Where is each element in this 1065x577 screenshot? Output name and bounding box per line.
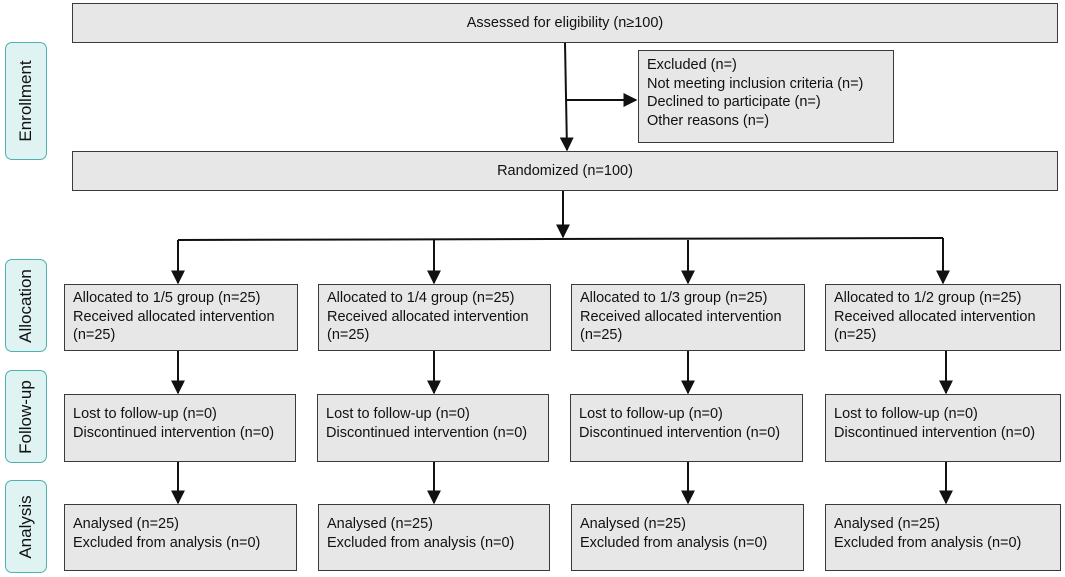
stage-analysis-label: Analysis: [16, 494, 35, 559]
excluded-from-analysis-label: Excluded from analysis (n=0): [580, 534, 768, 551]
analysis-box-1: Analysed (n=25) Excluded from analysis (…: [64, 504, 297, 571]
allocation-split-line: [177, 237, 944, 241]
stage-followup: Follow-up: [5, 370, 47, 463]
allocation-box-4: Allocated to 1/2 group (n=25) Received a…: [825, 284, 1061, 351]
discontinued-label: Discontinued intervention (n=0): [73, 424, 275, 441]
arrow-assessed-to-randomized: [559, 42, 574, 152]
followup-box-4: Lost to follow-up (n=0) Discontinued int…: [825, 394, 1061, 462]
randomized-box: Randomized (n=100): [72, 151, 1058, 191]
lost-to-followup-label: Lost to follow-up (n=0): [834, 406, 978, 422]
allocation-box-2: Allocated to 1/4 group (n=25) Received a…: [318, 284, 551, 351]
analysis-box-4: Analysed (n=25) Excluded from analysis (…: [825, 504, 1061, 571]
allocation-received-count: (n=25): [73, 327, 116, 343]
lost-to-followup-label: Lost to follow-up (n=0): [73, 406, 217, 422]
excluded-from-analysis-label: Excluded from analysis (n=0): [327, 534, 515, 551]
allocation-received-count: (n=25): [327, 327, 370, 343]
allocation-box-3: Allocated to 1/3 group (n=25) Received a…: [571, 284, 805, 351]
assessed-box: Assessed for eligibility (n≥100): [72, 3, 1058, 43]
followup-box-3: Lost to follow-up (n=0) Discontinued int…: [570, 394, 803, 462]
allocation-group-label: Allocated to 1/3 group (n=25): [580, 290, 768, 306]
excluded-reason-declined: Declined to participate (n=): [647, 94, 821, 110]
analysed-label: Analysed (n=25): [327, 516, 433, 532]
randomized-label: Randomized (n=100): [497, 162, 633, 179]
excluded-reason-other: Other reasons (n=): [647, 112, 770, 129]
lost-to-followup-label: Lost to follow-up (n=0): [579, 406, 723, 422]
stage-analysis: Analysis: [5, 480, 47, 573]
stage-followup-label: Follow-up: [16, 379, 35, 454]
allocation-received-label: Received allocated intervention: [327, 308, 529, 325]
stage-enrollment-label: Enrollment: [16, 60, 35, 142]
lost-to-followup-label: Lost to follow-up (n=0): [326, 406, 470, 422]
excluded-title: Excluded (n=): [647, 57, 737, 73]
discontinued-label: Discontinued intervention (n=0): [834, 424, 1036, 441]
stage-allocation: Allocation: [5, 259, 47, 352]
allocation-received-label: Received allocated intervention: [834, 308, 1036, 325]
allocation-box-1: Allocated to 1/5 group (n=25) Received a…: [64, 284, 298, 351]
allocation-received-count: (n=25): [580, 327, 623, 343]
analysed-label: Analysed (n=25): [73, 516, 179, 532]
allocation-received-label: Received allocated intervention: [580, 308, 782, 325]
followup-box-1: Lost to follow-up (n=0) Discontinued int…: [64, 394, 296, 462]
analysis-box-3: Analysed (n=25) Excluded from analysis (…: [571, 504, 804, 571]
excluded-reason-criteria: Not meeting inclusion criteria (n=): [647, 75, 864, 92]
excluded-from-analysis-label: Excluded from analysis (n=0): [834, 534, 1022, 551]
allocation-received-count: (n=25): [834, 327, 877, 343]
analysed-label: Analysed (n=25): [834, 516, 940, 532]
discontinued-label: Discontinued intervention (n=0): [326, 424, 528, 441]
allocation-group-label: Allocated to 1/5 group (n=25): [73, 290, 261, 306]
stage-enrollment: Enrollment: [5, 42, 47, 160]
assessed-label: Assessed for eligibility (n≥100): [466, 14, 664, 31]
followup-box-2: Lost to follow-up (n=0) Discontinued int…: [317, 394, 549, 462]
excluded-box: Excluded (n=) Not meeting inclusion crit…: [638, 50, 894, 143]
stage-allocation-label: Allocation: [16, 268, 35, 343]
analysed-label: Analysed (n=25): [580, 516, 686, 532]
allocation-received-label: Received allocated intervention: [73, 308, 275, 325]
allocation-group-label: Allocated to 1/4 group (n=25): [327, 290, 515, 306]
discontinued-label: Discontinued intervention (n=0): [579, 424, 781, 441]
analysis-box-2: Analysed (n=25) Excluded from analysis (…: [318, 504, 550, 571]
excluded-from-analysis-label: Excluded from analysis (n=0): [73, 534, 261, 551]
allocation-group-label: Allocated to 1/2 group (n=25): [834, 290, 1022, 306]
